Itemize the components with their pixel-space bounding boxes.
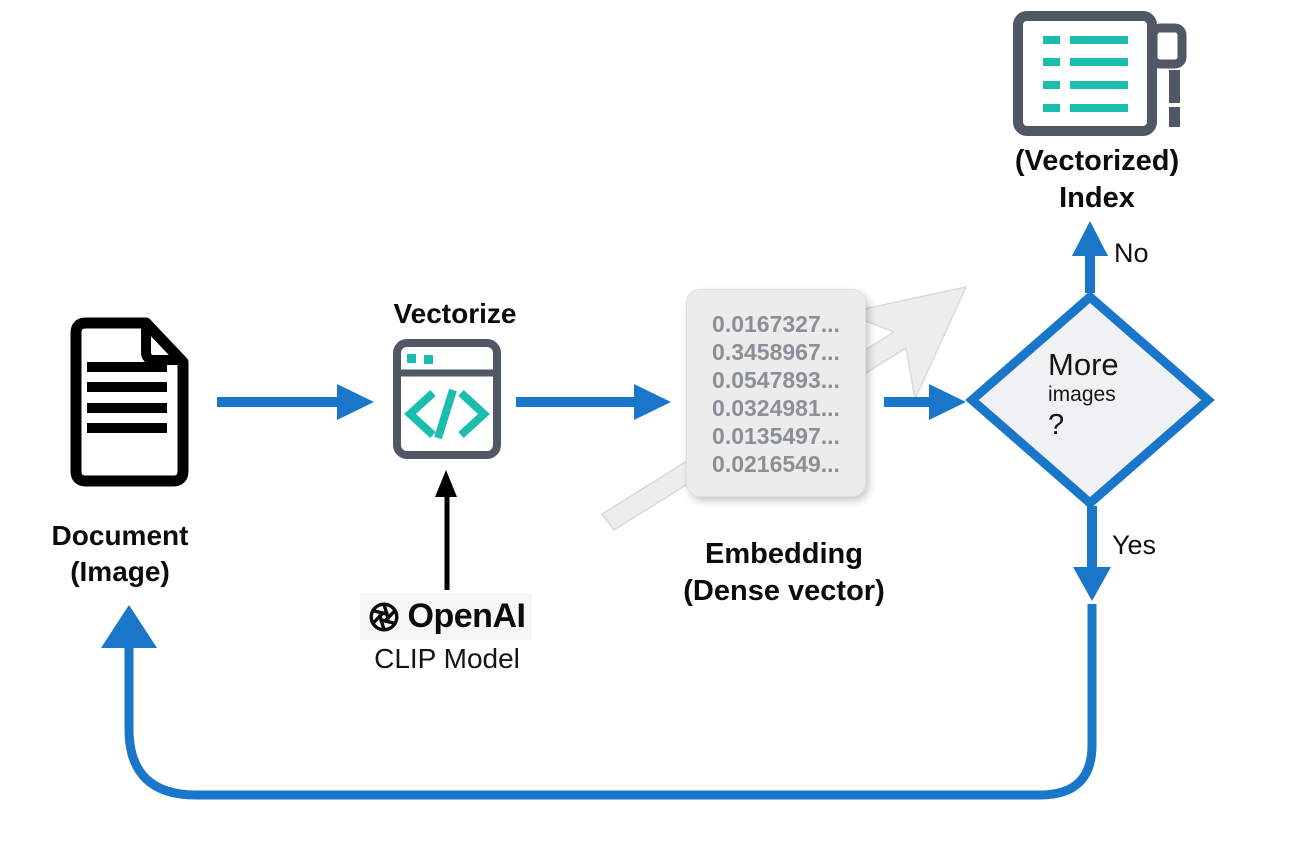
arrow-document-to-vectorize (217, 384, 374, 420)
arrow-yes-down (1073, 506, 1111, 601)
embedding-value: 0.0547893... (712, 367, 840, 393)
decision-diamond (965, 291, 1215, 509)
embedding-value: 0.0167327... (712, 311, 840, 337)
document-label: Document (Image) (51, 520, 189, 587)
vectorize-title: Vectorize (393, 298, 517, 329)
arrow-model-to-vectorize (435, 470, 457, 590)
embedding-card: 0.0167327... 0.3458967... 0.0547893... 0… (686, 289, 866, 497)
arrow-no-to-index (1072, 221, 1108, 293)
openai-brand: OpenAI (360, 593, 532, 640)
arrow-vectorize-to-embedding (516, 384, 671, 420)
embedding-value: 0.0135497... (712, 423, 840, 449)
openai-wordmark: OpenAI (407, 597, 526, 635)
no-edge-label: No (1114, 238, 1149, 268)
code-window-icon (393, 339, 501, 459)
loop-back-to-document (101, 604, 1097, 800)
embedding-label: Embedding (Dense vector) (683, 538, 885, 607)
decision-label: More images ? (1048, 347, 1119, 441)
openai-logo-icon (369, 602, 398, 631)
document-icon (70, 317, 189, 487)
index-label: (Vectorized) Index (1014, 145, 1180, 214)
embedding-value: 0.0324981... (712, 395, 840, 421)
embedding-value: 0.3458967... (712, 339, 840, 365)
arrow-embedding-to-decision (884, 384, 966, 420)
vectorized-index-icon (1013, 11, 1187, 136)
yes-edge-label: Yes (1112, 530, 1157, 560)
embedding-value: 0.0216549... (712, 451, 840, 477)
clip-model-label: CLIP Model (374, 643, 520, 674)
